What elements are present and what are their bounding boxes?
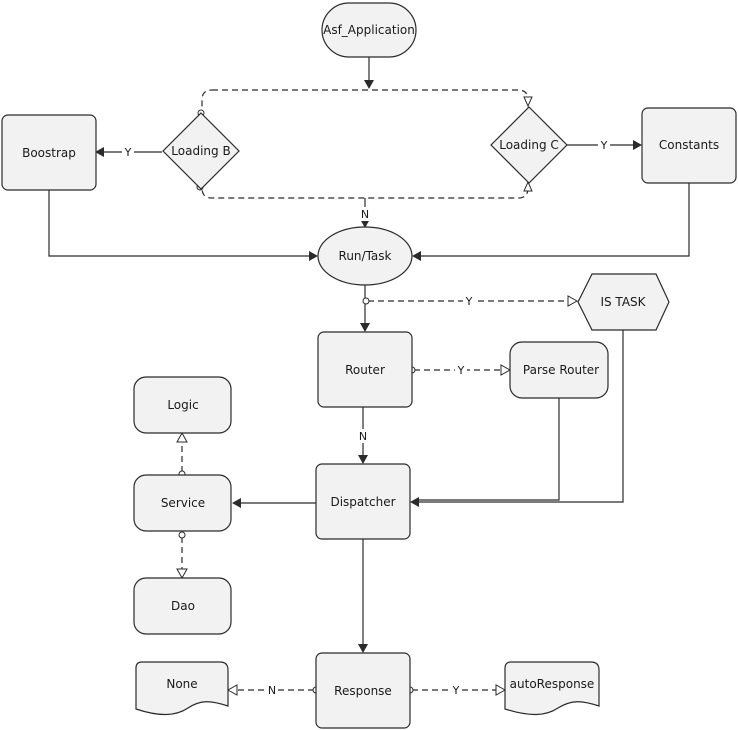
node-loading-b: Loading B: [162, 112, 240, 190]
node-label: Asf_Application: [323, 23, 415, 37]
edge-service-to-dao: [176, 531, 188, 580]
edge-label-n: N: [361, 208, 369, 221]
node-label: Constants: [659, 138, 719, 152]
node-response: Response: [315, 652, 411, 729]
node-is-task: IS TASK: [577, 273, 670, 331]
edge-label-n: N: [268, 684, 276, 697]
node-logic: Logic: [133, 376, 232, 434]
node-label: Response: [334, 684, 392, 698]
edge-response-to-auto: Y: [406, 683, 507, 697]
edge-service-to-logic: [176, 431, 188, 478]
loading-container: [201, 89, 529, 199]
node-label: Loading B: [171, 144, 230, 158]
edge-parse-to-dispatcher: [419, 398, 560, 501]
edge-run-to-istask: Y: [362, 294, 579, 308]
node-dao: Dao: [133, 577, 232, 635]
edge-run-to-router: [360, 285, 370, 332]
open-arrow: [523, 96, 533, 108]
node-label: Run/Task: [339, 249, 392, 263]
node-label: None: [166, 677, 197, 691]
node-label: Dispatcher: [330, 495, 395, 509]
node-label: autoResponse: [510, 677, 595, 691]
node-boostrap: Boostrap: [1, 114, 97, 191]
node-label: Logic: [167, 398, 198, 412]
open-arrow: [523, 180, 533, 192]
edge-label-y: Y: [465, 295, 473, 308]
node-asf-application: Asf_Application: [321, 2, 417, 58]
edge-loading-to-run: N: [359, 198, 371, 228]
edge-dispatcher-to-response: [358, 539, 368, 653]
edge-label-y: Y: [452, 684, 460, 697]
node-dispatcher: Dispatcher: [315, 463, 411, 540]
node-label: IS TASK: [600, 295, 646, 309]
edge-label-y: Y: [600, 139, 608, 152]
edge-response-to-none: N: [226, 683, 320, 697]
edge-router-to-parse: Y: [408, 363, 512, 377]
node-service: Service: [133, 474, 232, 532]
node-label: Dao: [171, 599, 195, 613]
edge-label-y: Y: [457, 364, 465, 377]
node-label: Loading C: [499, 138, 559, 152]
node-run-task: Run/Task: [317, 226, 413, 286]
node-none: None: [135, 661, 229, 716]
edge-loadingc-to-constants: Y: [567, 138, 642, 152]
edge-constants-to-run: [412, 183, 690, 261]
edge-label-n: N: [359, 430, 367, 443]
edge-asf-to-loading: [364, 57, 374, 89]
node-constants: Constants: [641, 107, 737, 184]
node-auto-response: autoResponse: [504, 661, 600, 716]
node-parse-router: Parse Router: [509, 341, 609, 399]
node-router: Router: [317, 331, 413, 408]
edge-loadingb-to-boostrap: Y: [95, 145, 162, 159]
node-label: Parse Router: [523, 363, 599, 377]
node-label: Boostrap: [22, 146, 76, 160]
node-loading-c: Loading C: [490, 106, 568, 184]
edge-router-to-dispatcher: N: [357, 407, 369, 464]
node-label: Router: [345, 363, 385, 377]
edge-label-y: Y: [124, 146, 132, 159]
edge-boostrap-to-run: [48, 190, 318, 261]
edge-istask-to-dispatcher: [410, 330, 624, 507]
edge-dispatcher-to-service: [232, 498, 316, 508]
node-label: Service: [161, 496, 205, 510]
